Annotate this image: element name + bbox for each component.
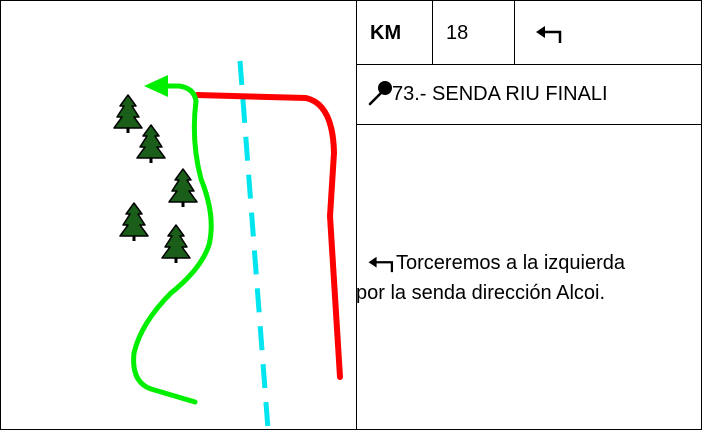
- pine-tree-icon: [168, 168, 198, 207]
- dashed-road: [237, 60, 271, 429]
- map-pin-icon: [368, 81, 392, 106]
- pine-tree-icon: [161, 224, 191, 263]
- pine-tree-icon: [113, 94, 143, 133]
- turn-left-arrow-icon: [536, 26, 562, 43]
- route-sketch: [113, 60, 343, 429]
- pine-tree-icon: [119, 202, 149, 241]
- instruction-line-1-text: Torceremos a la izquierda: [396, 252, 625, 274]
- route-path: [131, 83, 214, 405]
- km-value: 18: [446, 22, 469, 44]
- instruction-line-1: Torceremos a la izquierda: [356, 248, 700, 278]
- map-panel: [0, 0, 357, 430]
- waypoint-title: 73.- SENDA RIU FINALI: [392, 83, 608, 105]
- other-path: [194, 92, 343, 380]
- instruction-text: Torceremos a la izquierda por la senda d…: [356, 248, 700, 308]
- km-value-cell: [432, 0, 515, 65]
- instruction-line-2: por la senda dirección Alcoi.: [356, 282, 606, 304]
- route-arrowhead: [144, 75, 168, 97]
- km-label: KM: [370, 22, 402, 44]
- turn-left-arrow-icon: [368, 256, 394, 272]
- pine-tree-icon: [136, 124, 166, 163]
